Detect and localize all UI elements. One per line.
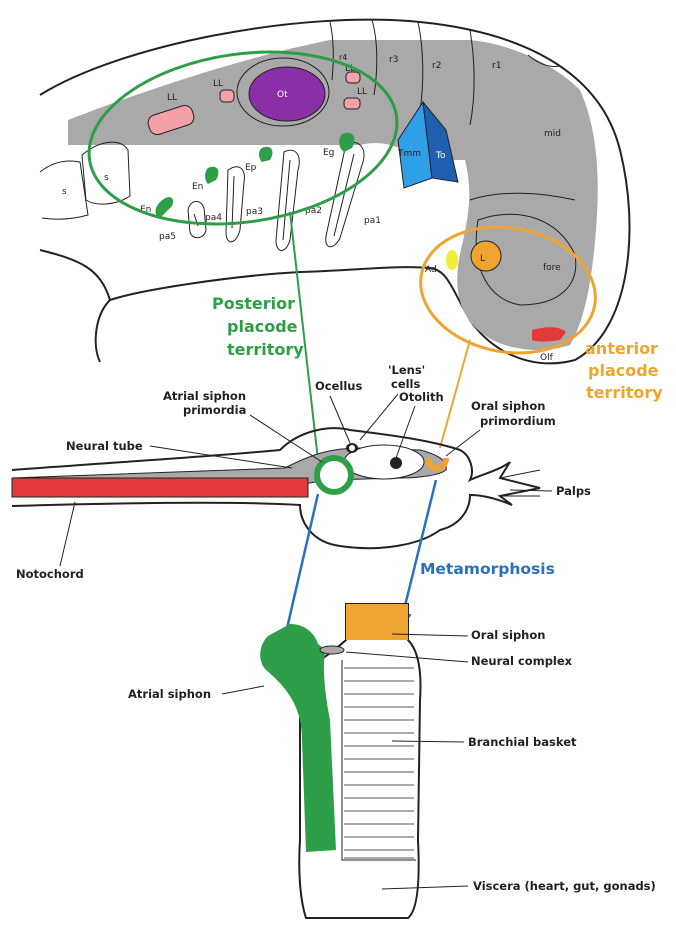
label-viscera: Viscera (heart, gut, gonads) — [473, 879, 656, 893]
label-olf: Olf — [540, 353, 554, 363]
label-neural-tube: Neural tube — [66, 439, 143, 453]
label-oral-primordium-2: primordium — [480, 414, 556, 428]
posterior-connector — [290, 212, 318, 460]
label-s1: s — [62, 187, 67, 197]
label-pa3: pa3 — [246, 207, 263, 217]
ep-placode — [259, 147, 272, 162]
label-tmm: Tmm — [397, 149, 421, 159]
label-r3: r3 — [389, 55, 398, 65]
anterior-territory-label: anterior placode territory — [585, 339, 663, 402]
lens-cells — [349, 445, 355, 451]
label-eg: Eg — [323, 148, 334, 158]
label-atrial-primordia-1: Atrial siphon — [163, 389, 246, 403]
label-ll-2: LL — [213, 79, 223, 89]
label-atrial-siphon: Atrial siphon — [128, 687, 211, 701]
svg-text:anterior: anterior — [585, 339, 658, 358]
vertebrate-embryo-head: Ot LL LL LL LL r4 r3 r2 r1 mid fore Tmm … — [40, 20, 630, 367]
svg-text:territory: territory — [586, 383, 663, 402]
label-branchial-basket: Branchial basket — [468, 735, 577, 749]
label-to: To — [435, 151, 446, 161]
en-placode-2 — [205, 167, 218, 184]
svg-text:placode: placode — [588, 361, 659, 380]
label-oral-siphon: Oral siphon — [471, 628, 545, 642]
adult-ascidian — [260, 604, 420, 918]
adult-leader-lines — [222, 634, 468, 889]
svg-text:Posterior: Posterior — [212, 294, 295, 313]
label-ocellus: Ocellus — [315, 379, 362, 393]
label-ot: Ot — [277, 90, 288, 100]
label-r4: r4 — [339, 53, 347, 62]
eg-placode — [339, 133, 354, 152]
notochord — [12, 478, 308, 497]
label-notochord: Notochord — [16, 567, 84, 581]
neural-complex — [320, 646, 344, 654]
label-ad: Ad — [425, 265, 437, 275]
label-metamorphosis: Metamorphosis — [420, 560, 555, 578]
label-lens-line2: cells — [391, 377, 421, 391]
branchial-basket — [344, 668, 414, 858]
jaw-line — [40, 250, 110, 300]
label-pa5: pa5 — [159, 232, 176, 242]
label-neural-complex: Neural complex — [471, 654, 573, 668]
label-oral-primordium-1: Oral siphon — [471, 399, 545, 413]
label-atrial-primordia-2: primordia — [183, 403, 246, 417]
hindbrain-band — [68, 40, 598, 350]
lateral-line-placode-2 — [220, 90, 234, 102]
label-ll-4: LL — [357, 87, 367, 97]
label-mid: mid — [544, 129, 561, 139]
label-r2: r2 — [432, 61, 441, 71]
label-palps: Palps — [556, 484, 591, 498]
otolith — [390, 457, 402, 469]
label-otolith: Otolith — [399, 390, 444, 404]
en-placode-1 — [156, 197, 174, 218]
adenohypophyseal-placode — [446, 250, 458, 270]
label-pa1: pa1 — [364, 216, 381, 226]
label-r1: r1 — [492, 61, 501, 71]
svg-text:territory: territory — [227, 340, 304, 359]
label-fore: fore — [543, 263, 561, 273]
label-en-2: En — [192, 182, 203, 192]
label-ep: Ep — [245, 163, 257, 173]
label-pa4: pa4 — [205, 213, 222, 223]
label-lens-line1: 'Lens' — [388, 363, 425, 377]
label-l: L — [480, 254, 485, 264]
label-ll-1: LL — [167, 93, 177, 103]
lens-placode — [471, 241, 501, 271]
atrial-siphon-primordium — [317, 458, 351, 492]
anterior-connector — [440, 340, 470, 448]
posterior-territory-label: Posterior placode territory — [212, 294, 304, 359]
svg-text:placode: placode — [227, 317, 298, 336]
lateral-line-placode-4 — [344, 98, 360, 109]
label-s2: s — [104, 173, 109, 183]
